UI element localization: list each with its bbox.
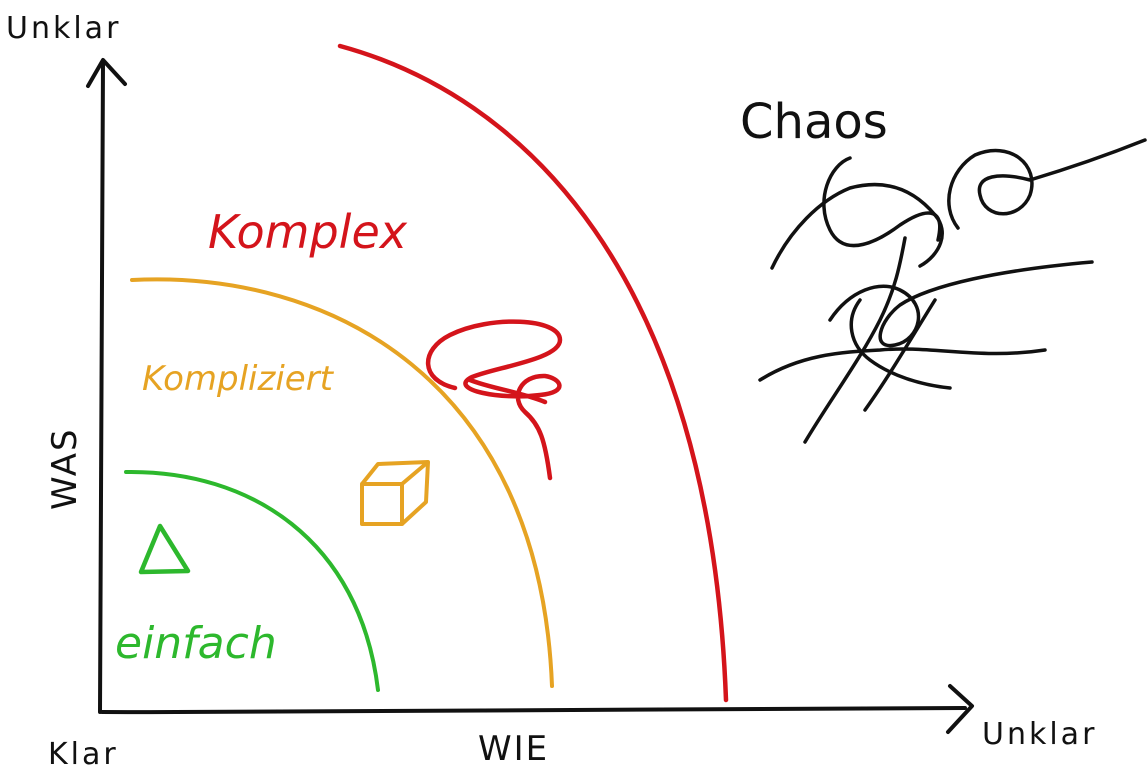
einfach-label: einfach [115, 618, 277, 669]
einfach-boundary [124, 469, 380, 692]
origin-label: Klar [48, 737, 119, 770]
y-axis [86, 58, 127, 714]
triangle-icon [138, 523, 191, 575]
tangle-icon [758, 138, 1147, 444]
x-axis-label: WIE [478, 729, 549, 769]
x-axis [100, 684, 974, 734]
spiral-icon [425, 319, 563, 481]
kompliziert-label: Kompliziert [142, 359, 335, 399]
komplex-label: Komplex [208, 205, 408, 259]
x-end-label: Unklar [982, 717, 1097, 752]
y-top-label: Unklar [6, 11, 121, 46]
kompliziert-boundary [130, 277, 554, 688]
y-axis-label: WAS [45, 427, 85, 510]
cube-icon [360, 460, 430, 526]
chaos-label: Chaos [740, 94, 888, 150]
komplex-boundary [337, 43, 729, 703]
